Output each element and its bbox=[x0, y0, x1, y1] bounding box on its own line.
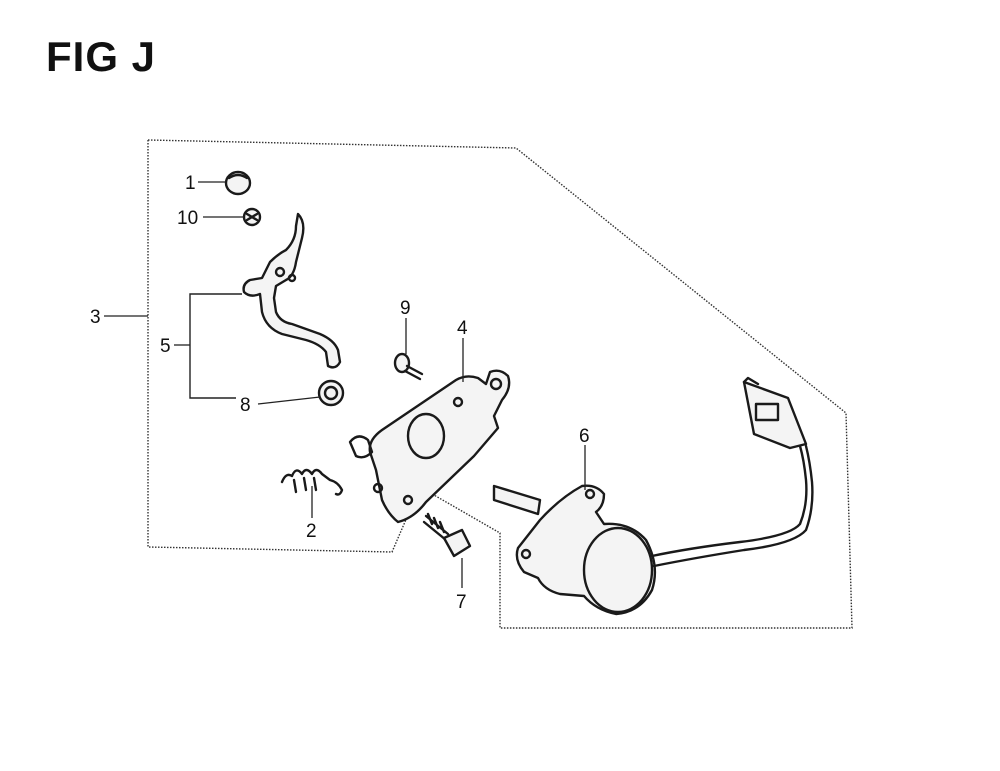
callout-3: 3 bbox=[90, 307, 101, 328]
callout-4: 4 bbox=[457, 318, 468, 339]
part-5-lever-arm[interactable] bbox=[242, 212, 342, 369]
part-10-nut[interactable] bbox=[242, 207, 262, 227]
part-1-cap-nut[interactable] bbox=[224, 170, 252, 196]
leader-lines bbox=[104, 181, 586, 588]
callout-2: 2 bbox=[306, 521, 317, 542]
part-2-spring[interactable] bbox=[280, 468, 344, 496]
part-9-screw[interactable] bbox=[393, 352, 424, 381]
callout-9: 9 bbox=[400, 298, 411, 319]
bracket-5 bbox=[174, 293, 242, 399]
callout-6: 6 bbox=[579, 426, 590, 447]
assembly-boundary bbox=[147, 139, 853, 629]
callout-labels: 1 10 3 5 8 9 4 2 6 7 bbox=[90, 173, 590, 613]
part-4-bracket-plate[interactable] bbox=[348, 369, 511, 524]
part-8-nut[interactable] bbox=[317, 379, 345, 407]
callout-10: 10 bbox=[177, 208, 198, 229]
part-6-solenoid[interactable] bbox=[492, 376, 814, 616]
callout-5: 5 bbox=[160, 336, 171, 357]
figure-title: FIG J bbox=[46, 33, 157, 80]
callout-1: 1 bbox=[185, 173, 196, 194]
callout-8: 8 bbox=[240, 395, 251, 416]
callout-7: 7 bbox=[456, 592, 467, 613]
part-7-bolt[interactable] bbox=[422, 512, 472, 558]
